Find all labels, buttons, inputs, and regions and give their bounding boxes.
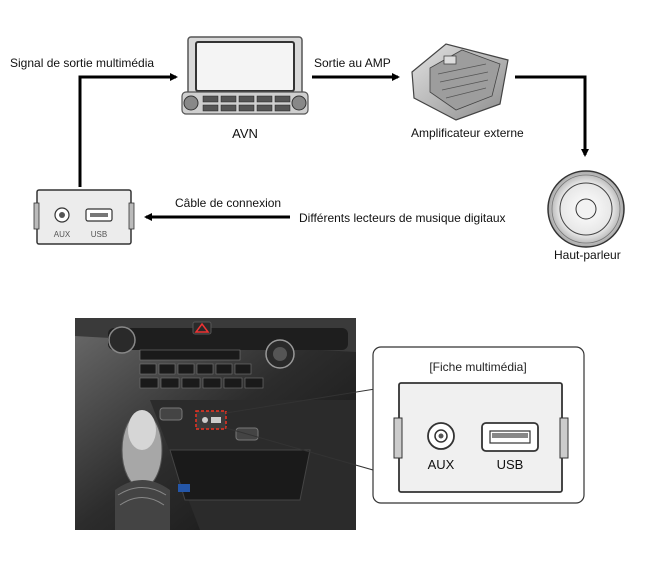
usb-small-label: USB [91, 230, 107, 239]
signal-output-arrow [78, 73, 178, 187]
avn-head-unit-image [181, 36, 309, 115]
connection-cable-label: Câble de connexion [175, 196, 281, 210]
amplifier-label: Amplificateur externe [411, 126, 524, 140]
amp-output-label: Sortie au AMP [314, 56, 391, 70]
callout-line-bottom [225, 427, 395, 477]
avn-label: AVN [232, 126, 258, 141]
inset-aux-label: AUX [428, 457, 455, 472]
speaker-image [547, 170, 625, 248]
music-players-label: Différents lecteurs de musique digitaux [299, 211, 506, 225]
aux-usb-jack-small [33, 189, 135, 245]
callout-line-top [225, 385, 395, 414]
external-amplifier-image [411, 43, 509, 121]
console-photo [75, 318, 356, 530]
aux-small-label: AUX [54, 230, 71, 239]
signal-output-label: Signal de sortie multimédia [10, 56, 154, 70]
inset-title: [Fiche multimédia] [429, 360, 526, 374]
speaker-feed-arrow [515, 75, 589, 157]
inset-usb-label: USB [497, 457, 524, 472]
speaker-label: Haut-parleur [554, 248, 621, 262]
multimedia-jack-inset [372, 346, 585, 504]
